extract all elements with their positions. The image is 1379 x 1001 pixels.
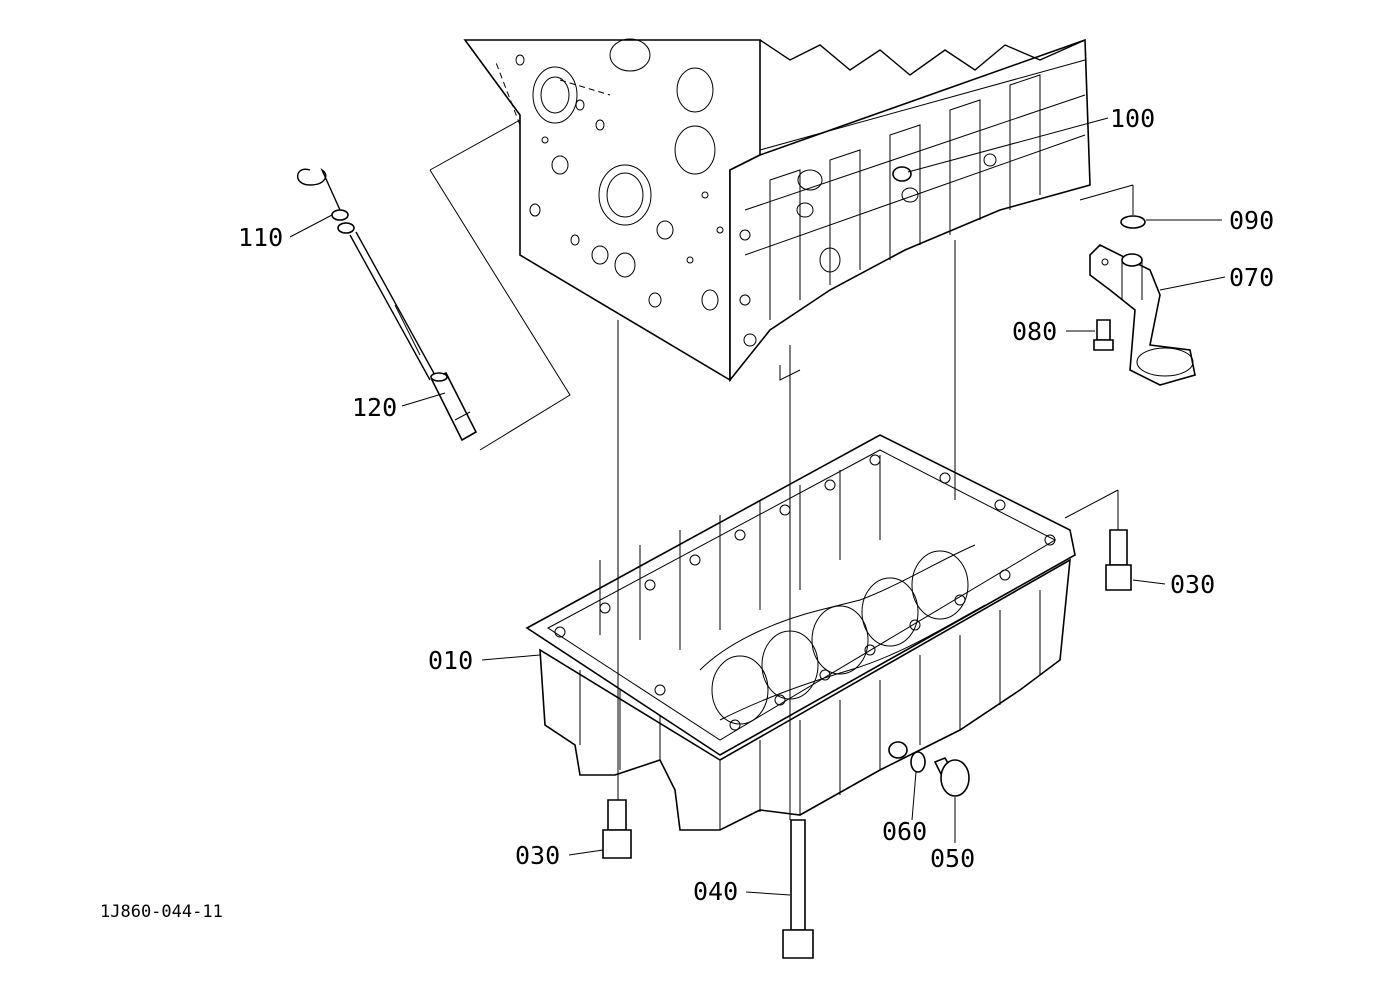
bolt-030-right <box>1105 529 1132 591</box>
part-label-050: 050 <box>930 844 975 873</box>
part-label-010: 010 <box>428 646 473 675</box>
dipstick-guide <box>430 371 478 442</box>
bolt-080 <box>1093 319 1114 351</box>
part-label-030-right: 030 <box>1170 570 1215 599</box>
part-label-110: 110 <box>238 223 283 252</box>
part-label-120: 120 <box>352 393 397 422</box>
part-label-100: 100 <box>1110 104 1155 133</box>
engine-block <box>463 38 1091 383</box>
drain-gasket <box>910 751 926 773</box>
drawing-code: 1J860-044-11 <box>100 902 223 922</box>
part-label-040: 040 <box>693 877 738 906</box>
o-ring <box>1120 215 1146 229</box>
part-label-080: 080 <box>1012 317 1057 346</box>
leader-lines <box>289 117 1226 896</box>
part-label-090: 090 <box>1229 206 1274 235</box>
part-label-070: 070 <box>1229 263 1274 292</box>
bolt-040 <box>782 819 814 959</box>
bolt-030-left <box>602 799 632 859</box>
drain-plug <box>933 757 970 797</box>
alignment-lines <box>429 59 1134 820</box>
part-label-060: 060 <box>882 817 927 846</box>
oil-pan <box>525 434 1076 831</box>
part-label-030-left: 030 <box>515 841 560 870</box>
dipstick <box>296 168 437 381</box>
oil-strainer <box>1089 244 1196 386</box>
